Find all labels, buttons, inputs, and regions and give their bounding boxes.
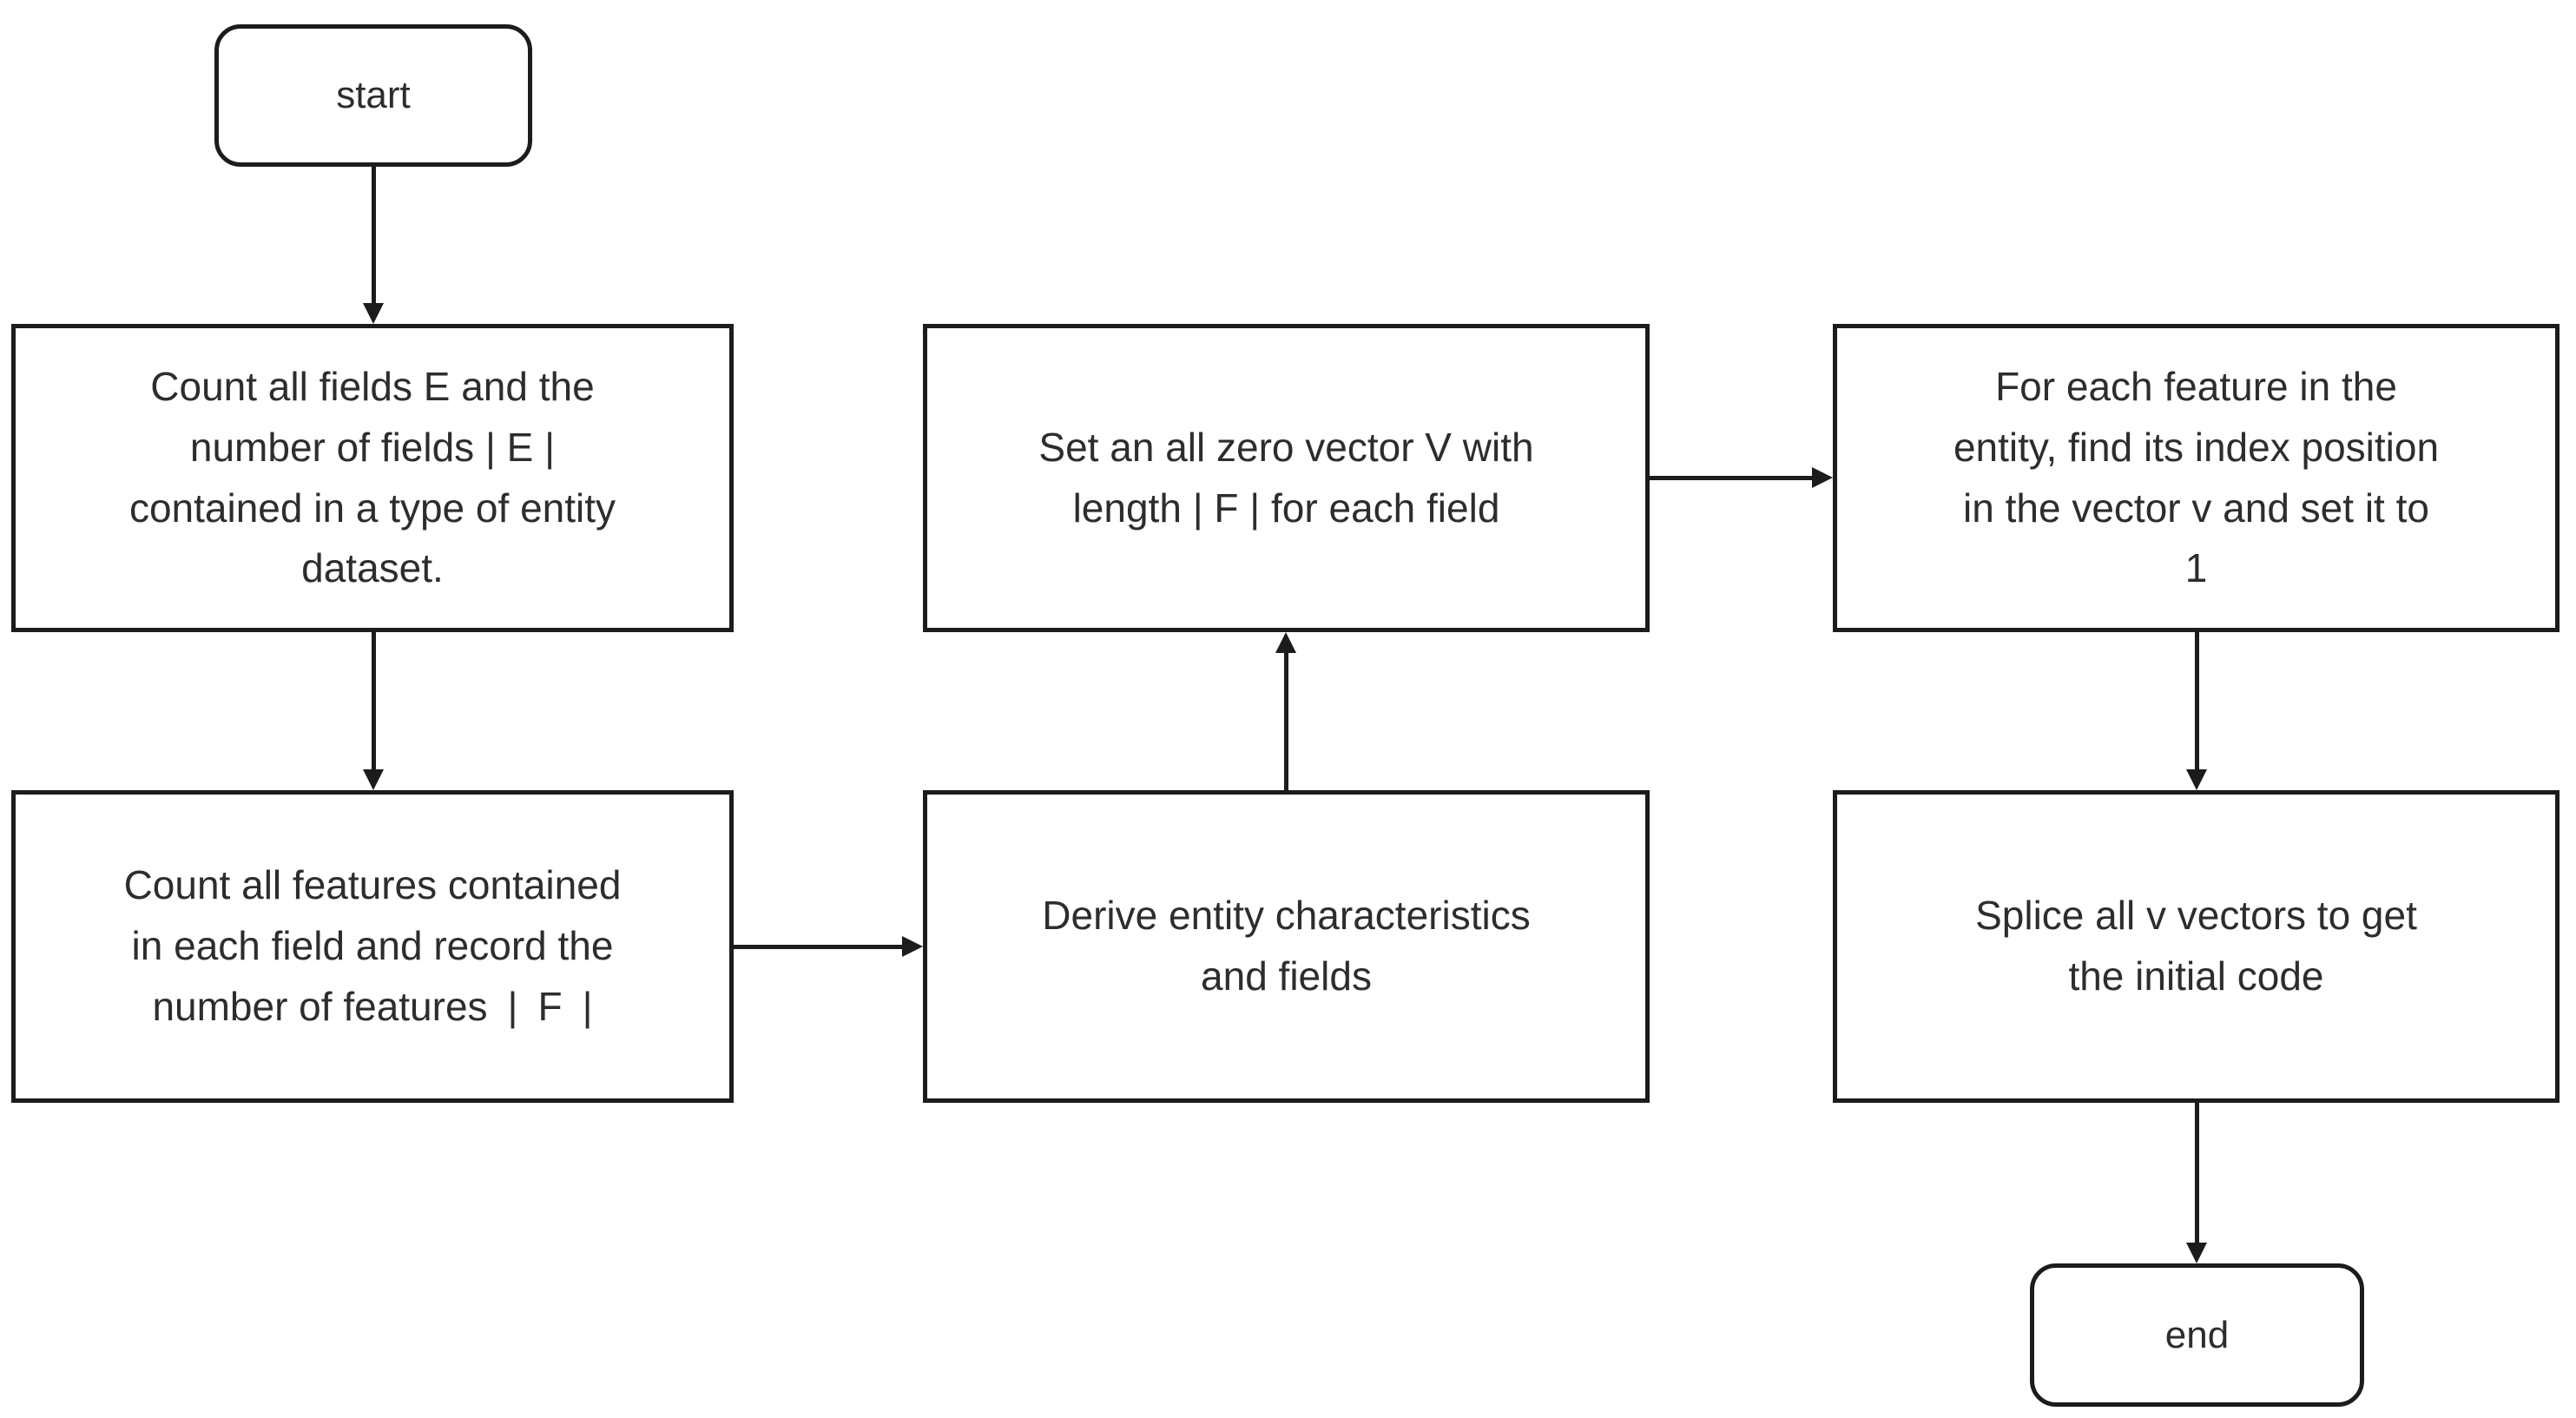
node-find-index-label: For each feature in the entity, find its…	[1953, 363, 2440, 591]
node-splice-label: Splice all v vectors to get the initial …	[1975, 893, 2417, 999]
node-end-label: end	[2164, 1313, 2230, 1356]
node-count-features-label: Count all features contained in each fie…	[123, 862, 622, 1029]
node-set-zero-vector-label: Set an all zero vector V with length | F…	[1038, 424, 1534, 531]
node-find-index: For each feature in the entity, find its…	[1833, 324, 2560, 632]
arrowhead-right-icon	[902, 936, 923, 957]
node-start: start	[214, 24, 532, 167]
node-set-zero-vector: Set an all zero vector V with length | F…	[923, 324, 1650, 632]
node-end: end	[2030, 1263, 2364, 1407]
node-derive-label: Derive entity characteristics and fields	[1042, 893, 1531, 999]
edge-splice-to-end-line	[2195, 1103, 2199, 1243]
edge-find-index-to-splice-line	[2195, 632, 2199, 769]
arrowhead-up-icon	[1275, 632, 1296, 653]
arrowhead-right-icon	[1812, 467, 1833, 488]
edge-count-features-to-derive-line	[734, 945, 902, 949]
node-derive: Derive entity characteristics and fields	[923, 790, 1650, 1103]
node-count-fields: Count all fields E and the number of fie…	[11, 324, 734, 632]
edge-count-fields-to-count-features-line	[372, 632, 376, 769]
edge-derive-to-set-zero-line	[1284, 653, 1288, 790]
node-splice: Splice all v vectors to get the initial …	[1833, 790, 2560, 1103]
arrowhead-down-icon	[363, 303, 384, 324]
arrowhead-down-icon	[363, 769, 384, 790]
node-start-label: start	[336, 74, 411, 116]
edge-start-to-count-fields-line	[372, 167, 376, 304]
edge-set-zero-to-find-index-line	[1650, 476, 1812, 480]
arrowhead-down-icon	[2186, 769, 2207, 790]
node-count-fields-label: Count all fields E and the number of fie…	[128, 363, 616, 591]
arrowhead-down-icon	[2186, 1243, 2207, 1263]
node-count-features: Count all features contained in each fie…	[11, 790, 734, 1103]
